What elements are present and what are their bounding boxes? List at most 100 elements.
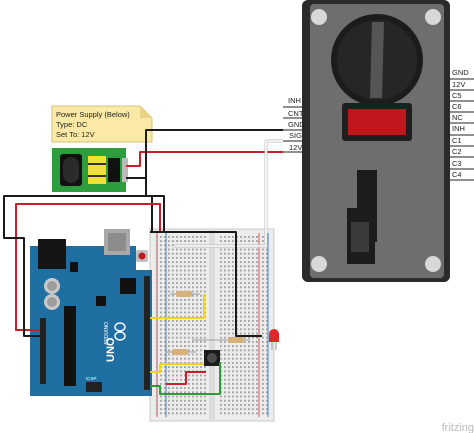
breadboard-hole (160, 408, 162, 410)
breadboard-hole (200, 290, 202, 293)
breadboard-hole (172, 328, 174, 331)
breadboard-hole (168, 240, 170, 242)
breadboard-hole (244, 252, 246, 255)
breadboard-hole (200, 383, 202, 385)
breadboard-hole (164, 383, 166, 385)
breadboard-hole (244, 374, 246, 377)
breadboard-hole (224, 328, 226, 331)
breadboard-hole (228, 294, 230, 297)
breadboard-hole (180, 395, 182, 398)
breadboard-hole (200, 412, 202, 415)
breadboard-hole (192, 252, 194, 255)
breadboard-hole (196, 273, 198, 276)
breadboard-hole (184, 357, 186, 360)
right-pin-label: GND (452, 68, 469, 77)
breadboard-hole (228, 404, 230, 406)
breadboard-hole (228, 399, 230, 402)
breadboard-hole (240, 404, 242, 406)
breadboard-hole (196, 248, 198, 251)
breadboard-hole (196, 362, 198, 364)
breadboard-hole (262, 404, 264, 406)
breadboard-hole (168, 366, 170, 368)
breadboard-hole (262, 282, 264, 284)
breadboard-hole (196, 341, 198, 343)
breadboard-hole (248, 395, 250, 398)
breadboard-hole (176, 404, 178, 406)
breadboard-hole (156, 391, 158, 394)
breadboard-hole (188, 282, 190, 284)
breadboard-hole (224, 353, 226, 356)
breadboard-hole (192, 294, 194, 297)
breadboard-hole (204, 378, 206, 381)
breadboard-hole (232, 303, 234, 305)
breadboard-hole (262, 278, 264, 280)
resistor-bottom (166, 349, 196, 355)
breadboard-hole (220, 269, 222, 272)
breadboard-hole (172, 387, 174, 389)
breadboard-hole (224, 332, 226, 335)
breadboard-hole (232, 252, 234, 255)
breadboard-hole (164, 282, 166, 284)
breadboard-hole (188, 320, 190, 322)
breadboard-hole (266, 307, 268, 310)
breadboard-hole (224, 236, 226, 238)
breadboard-hole (262, 383, 264, 385)
breadboard-hole (200, 282, 202, 284)
breadboard-hole (262, 286, 264, 289)
breadboard-hole (160, 357, 162, 360)
breadboard-hole (224, 383, 226, 385)
breadboard-hole (192, 286, 194, 289)
breadboard-hole (244, 265, 246, 268)
breadboard-hole (252, 391, 254, 394)
breadboard-hole (204, 269, 206, 272)
breadboard-hole (160, 404, 162, 406)
breadboard-hole (248, 324, 250, 326)
breadboard-hole (196, 286, 198, 289)
breadboard-hole (160, 336, 162, 339)
breadboard-hole (180, 404, 182, 406)
breadboard-hole (220, 353, 222, 356)
breadboard-hole (172, 395, 174, 398)
breadboard-hole (266, 391, 268, 394)
breadboard-hole (240, 307, 242, 310)
breadboard-hole (266, 399, 268, 402)
breadboard-hole (220, 299, 222, 301)
breadboard-hole (224, 261, 226, 263)
breadboard-hole (228, 387, 230, 389)
breadboard-hole (256, 387, 258, 389)
breadboard-hole (156, 273, 158, 276)
breadboard-hole (184, 412, 186, 415)
breadboard-hole (168, 370, 170, 373)
breadboard-hole (188, 257, 190, 259)
breadboard-hole (156, 336, 158, 339)
breadboard-hole (204, 286, 206, 289)
breadboard-hole (156, 244, 158, 247)
breadboard-hole (224, 265, 226, 268)
breadboard-hole (160, 374, 162, 377)
breadboard-hole (192, 269, 194, 272)
breadboard-hole (252, 374, 254, 377)
breadboard-hole (248, 278, 250, 280)
breadboard-hole (252, 278, 254, 280)
breadboard-hole (172, 261, 174, 263)
breadboard-hole (160, 273, 162, 276)
breadboard-hole (156, 303, 158, 305)
breadboard-hole (244, 307, 246, 310)
power-supply-note: Power Supply (Below) Type: DC Set To: 12… (51, 105, 153, 143)
breadboard-hole (200, 307, 202, 310)
breadboard-hole (156, 328, 158, 331)
breadboard-hole (266, 349, 268, 352)
breadboard-hole (248, 273, 250, 276)
breadboard-hole (256, 332, 258, 335)
breadboard-hole (220, 336, 222, 339)
breadboard-hole (248, 311, 250, 314)
breadboard-hole (172, 366, 174, 368)
breadboard-hole (184, 299, 186, 301)
breadboard-hole (204, 383, 206, 385)
wire-yellow-bottom (150, 363, 204, 373)
breadboard-hole (224, 282, 226, 284)
breadboard-hole (252, 332, 254, 335)
breadboard-hole (168, 307, 170, 310)
breadboard-hole (164, 404, 166, 406)
breadboard-hole (248, 383, 250, 385)
